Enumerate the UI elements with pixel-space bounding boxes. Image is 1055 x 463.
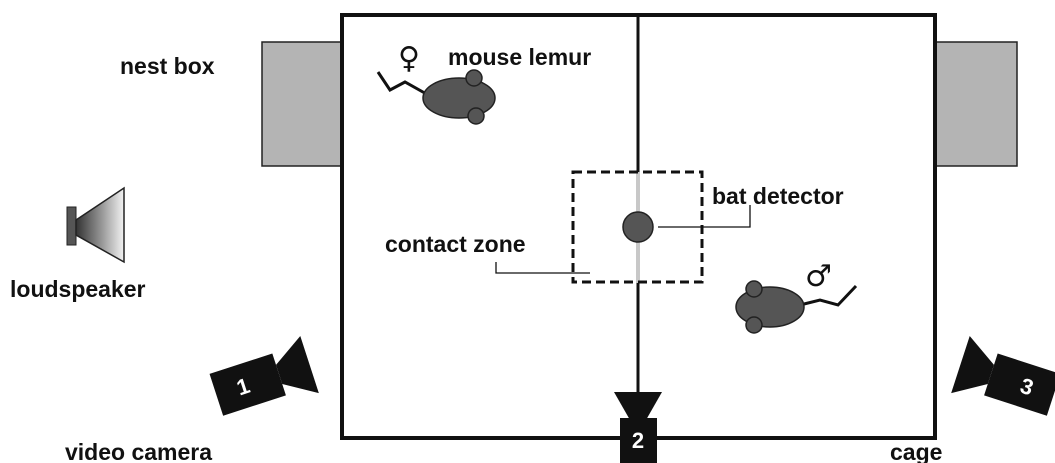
bat-detector-leader <box>658 205 751 228</box>
nest-box-label: nest box <box>120 53 215 79</box>
video-camera-2-icon: 2 <box>614 380 662 463</box>
nest-box-right-icon <box>934 41 1018 167</box>
loudspeaker-icon <box>66 186 125 264</box>
bat-detector-label: bat detector <box>712 183 844 209</box>
mouse-lemur-male-icon <box>735 280 858 334</box>
mouse-lemur-label: mouse lemur <box>448 44 591 70</box>
male-symbol: ♂ <box>805 259 832 294</box>
cage-label: cage <box>890 439 942 463</box>
video-camera-1-icon: 1 <box>209 336 319 416</box>
contact-zone-leader <box>495 262 590 274</box>
mouse-lemur-female-icon <box>376 69 496 125</box>
video-camera-3-icon: 3 <box>951 336 1055 416</box>
loudspeaker-label: loudspeaker <box>10 276 146 302</box>
contact-zone-label: contact zone <box>385 231 526 257</box>
nest-box-left-icon <box>261 41 343 167</box>
female-symbol: ♀ <box>398 41 420 76</box>
camera-2-number: 2 <box>632 428 644 453</box>
bat-detector-icon <box>622 211 654 243</box>
video-camera-label: video camera <box>65 439 212 463</box>
